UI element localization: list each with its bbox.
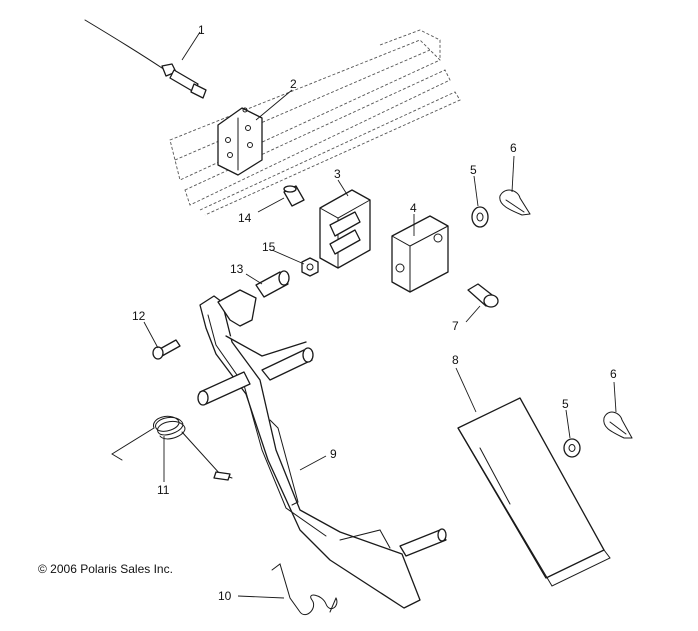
callout-8: 8 [452,353,459,367]
return-spring-small [271,563,338,616]
foot-pad [457,397,611,587]
torsion-spring [111,415,233,481]
frame-bracket [217,107,263,176]
callout-9: 9 [330,447,337,461]
callout-13: 13 [230,262,244,276]
cotter-pin-upper [499,189,531,216]
callout-2: 2 [290,77,297,91]
callout-1: 1 [198,23,205,37]
pedal-arm [197,289,447,609]
pedal-mount [319,189,371,269]
callout-15: 15 [262,240,276,254]
cable [84,19,207,99]
sleeve [283,185,305,207]
callout-labels: 1 2 3 4 5 6 7 8 5 6 9 10 11 12 13 14 15 [132,23,617,603]
nut [301,257,319,277]
callout-6-lower: 6 [610,367,617,381]
pivot-block [391,215,449,293]
washer-upper [471,206,489,228]
bolt [467,283,499,308]
callout-14: 14 [238,211,252,225]
callout-10: 10 [218,589,232,603]
callout-11: 11 [157,483,170,497]
callout-6-upper: 6 [510,141,517,155]
callout-4: 4 [410,201,417,215]
callout-7: 7 [452,319,459,333]
callout-12: 12 [132,309,146,323]
callout-5-lower: 5 [562,397,569,411]
copyright-notice: © 2006 Polaris Sales Inc. [38,562,173,576]
pivot-bolt [152,339,181,360]
callout-5-upper: 5 [470,163,477,177]
bushing [255,270,290,298]
callout-3: 3 [334,167,341,181]
washer-lower [563,438,581,458]
frame-tube [169,29,461,216]
cotter-pin-lower [603,411,633,439]
leader-lines [143,31,617,599]
